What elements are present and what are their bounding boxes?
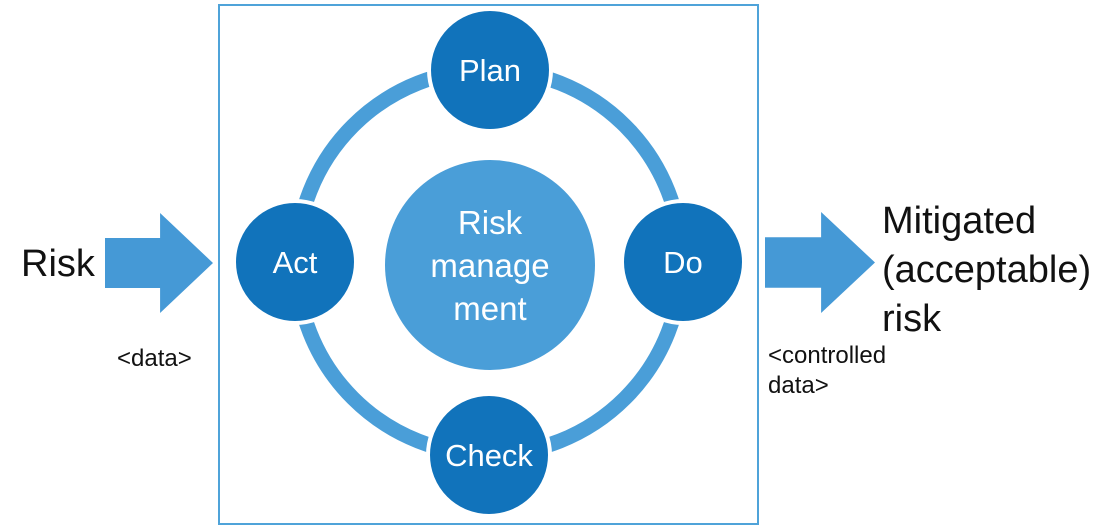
right-arrow-icon	[765, 212, 875, 313]
cycle-node-check: Check	[426, 392, 552, 518]
cycle-node-plan-label: Plan	[458, 52, 522, 88]
cycle-node-plan: Plan	[427, 7, 553, 133]
center-circle-label: Risk manage ment	[430, 203, 550, 327]
input-data-annotation: <data>	[117, 345, 192, 372]
cycle-node-act-label: Act	[272, 244, 318, 280]
cycle-node-check-label: Check	[445, 437, 533, 473]
cycle-node-do-label: Do	[663, 244, 703, 280]
cycle-frame	[218, 4, 759, 525]
center-circle: Risk manage ment	[385, 160, 595, 370]
output-mitigated-risk-label: Mitigated (acceptable) risk	[882, 200, 1092, 340]
cycle-node-act: Act	[232, 199, 358, 325]
output-controlled-data-annotation: <controlled data>	[768, 342, 887, 399]
cycle-node-do: Do	[620, 199, 746, 325]
right-arrow-icon	[105, 213, 213, 313]
input-risk-label: Risk	[21, 243, 95, 285]
